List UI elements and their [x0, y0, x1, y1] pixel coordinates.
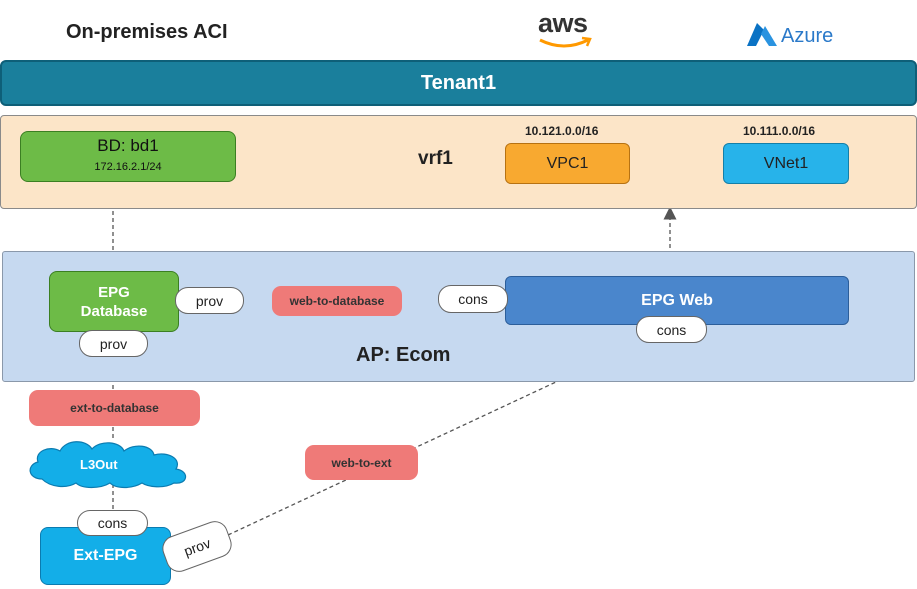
azure-logo: Azure	[743, 20, 843, 52]
l3out-label: L3Out	[80, 457, 118, 472]
web-cons-bottom-pill: cons	[636, 316, 707, 343]
web-cons-bottom-label: cons	[656, 321, 687, 338]
ext-epg-label: Ext-EPG	[73, 547, 138, 564]
bridge-domain-box: BD: bd1 172.16.2.1/24	[20, 131, 236, 182]
aws-logo-text: aws	[538, 8, 588, 38]
vrf-label: vrf1	[418, 148, 453, 169]
aws-logo: aws	[536, 6, 596, 52]
db-prov-pill: prov	[175, 287, 244, 314]
epg-database-box: EPG Database	[49, 271, 179, 332]
aws-smile-icon	[539, 36, 592, 48]
web-cons-left-label: cons	[458, 291, 488, 307]
epg-web-label: EPG Web	[641, 291, 713, 309]
epg-database-line1: EPG	[98, 283, 130, 301]
vnet-box: VNet1	[723, 143, 849, 184]
ap-label: AP: Ecom	[356, 344, 451, 366]
contract-ext-to-database: ext-to-database	[29, 390, 200, 426]
contract-ext-to-database-label: ext-to-database	[70, 401, 159, 415]
vnet-label: VNet1	[763, 154, 809, 172]
web-cons-left-pill: cons	[438, 285, 508, 313]
contract-web-to-database-label: web-to-database	[289, 294, 385, 308]
tenant-bar: Tenant1	[0, 60, 917, 106]
azure-icon	[747, 23, 777, 46]
ext-prov-label: prov	[181, 534, 213, 559]
epg-web-box: EPG Web	[505, 276, 849, 325]
db-prov-right-label: prov	[195, 292, 224, 309]
bd-subnet: 172.16.2.1/24	[94, 161, 162, 173]
vpc-box: VPC1	[505, 143, 630, 184]
db-prov-bottom-pill: prov	[79, 330, 148, 357]
ext-cons-pill: cons	[77, 510, 148, 536]
db-prov-bottom-label: prov	[99, 335, 128, 352]
onprem-title: On-premises ACI	[66, 21, 228, 43]
bd-label: BD: bd1	[97, 136, 159, 155]
azure-logo-text: Azure	[781, 25, 834, 47]
vpc-label: VPC1	[546, 154, 589, 172]
tenant-label: Tenant1	[420, 71, 497, 94]
vnet-cidr: 10.111.0.0/16	[743, 124, 816, 138]
epg-database-line2: Database	[80, 302, 148, 320]
vpc-cidr: 10.121.0.0/16	[525, 124, 599, 138]
contract-web-to-ext: web-to-ext	[305, 445, 418, 480]
contract-web-to-database: web-to-database	[272, 286, 402, 316]
ext-cons-label: cons	[97, 515, 128, 531]
l3out-cloud-icon	[29, 441, 187, 489]
ext-epg-box: Ext-EPG	[40, 527, 171, 585]
contract-web-to-ext-label: web-to-ext	[331, 455, 392, 470]
